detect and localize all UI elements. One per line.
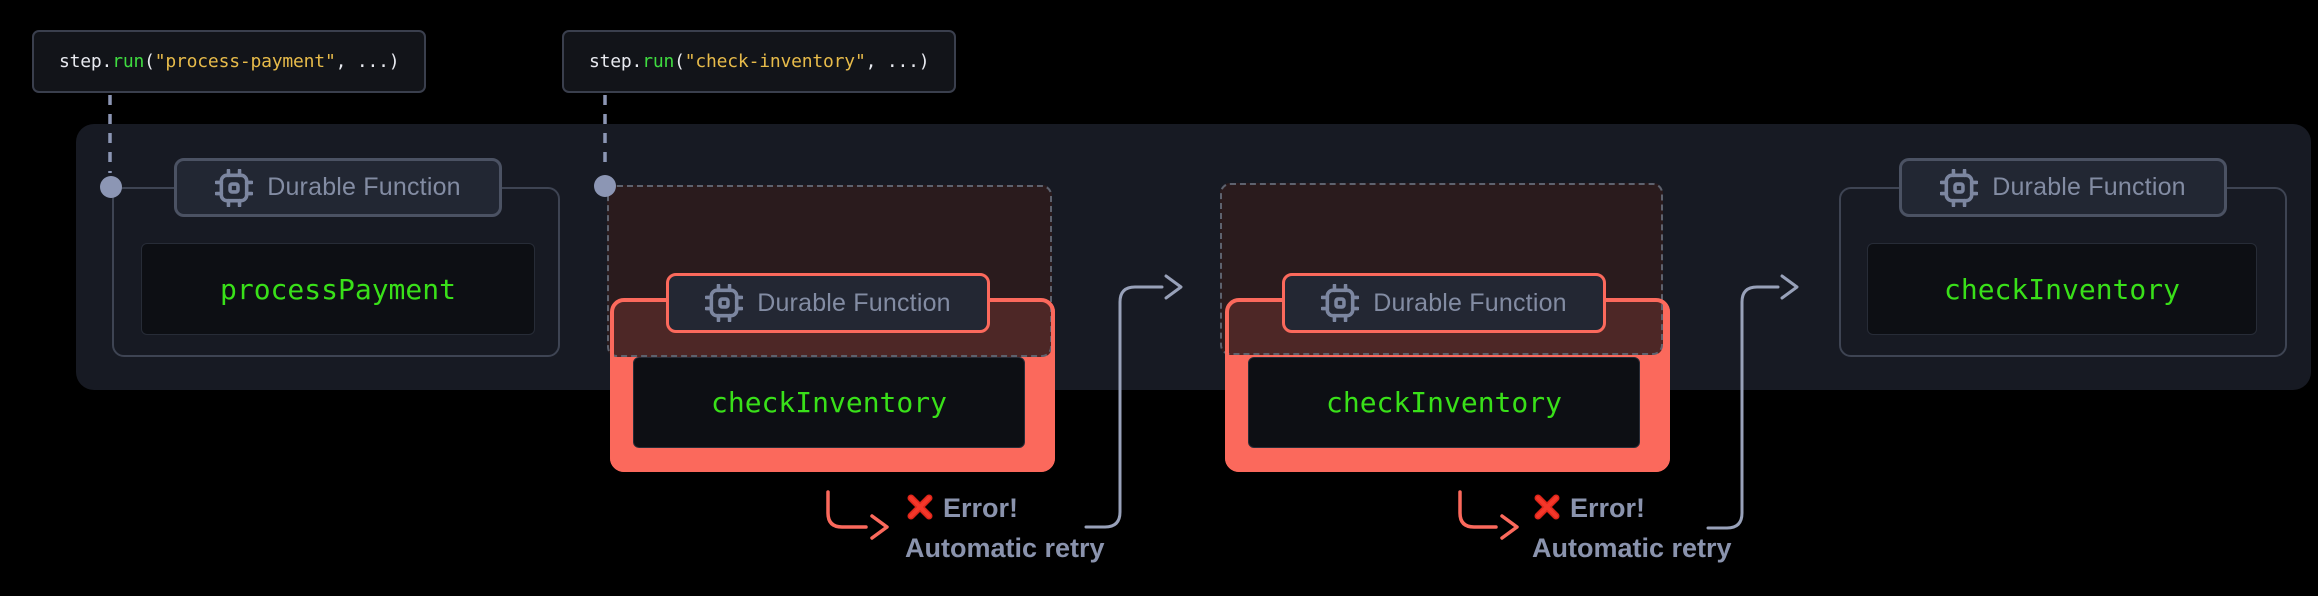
function-name: checkInventory: [710, 386, 947, 419]
badge-label: Durable Function: [267, 173, 461, 201]
code-token: run: [112, 51, 145, 72]
error-label-2: Error!: [943, 493, 1019, 523]
durable-function-badge-2: Durable Function: [666, 273, 990, 333]
function-code-block-2: checkInventory: [633, 357, 1025, 448]
retry-label-3: Automatic retry: [1532, 533, 1732, 563]
function-name: processPayment: [219, 272, 456, 306]
error-label-3: Error!: [1570, 493, 1646, 523]
error-arrow-3: [1458, 490, 1498, 529]
function-name: checkInventory: [1325, 386, 1562, 419]
error-arrowhead-3: [1500, 514, 1519, 540]
function-code-block-1: processPayment: [141, 243, 535, 335]
cross-icon: [1534, 494, 1560, 520]
error-arrowhead-2: [870, 514, 889, 540]
code-tooltip-check-inventory: step.run("check-inventory", ...): [562, 30, 957, 93]
badge-label: Durable Function: [1373, 288, 1567, 317]
code-token: (: [144, 51, 155, 72]
cpu-icon: [1940, 168, 1979, 207]
code-token: run: [642, 51, 675, 72]
durable-function-badge-3: Durable Function: [1282, 273, 1606, 333]
function-code-block-4: checkInventory: [1867, 243, 2257, 335]
code-token: step.: [589, 51, 643, 72]
code-token: "process-payment": [154, 51, 336, 72]
cpu-icon: [705, 284, 744, 322]
cpu-icon: [1321, 284, 1360, 322]
cross-icon: [907, 494, 933, 520]
cpu-icon: [215, 168, 254, 207]
durable-function-badge-4: Durable Function: [1899, 158, 2227, 217]
badge-label: Durable Function: [757, 288, 951, 317]
code-token: (: [674, 51, 685, 72]
code-token: , ...): [335, 51, 400, 72]
code-token: , ...): [865, 51, 930, 72]
code-token: step.: [59, 51, 113, 72]
retry-label-2: Automatic retry: [905, 533, 1105, 563]
error-arrow-2: [826, 490, 868, 529]
durable-function-badge-1: Durable Function: [174, 158, 502, 217]
code-tooltip-process-payment: step.run("process-payment", ...): [32, 30, 427, 93]
code-token: "check-inventory": [684, 51, 866, 72]
function-name: checkInventory: [1943, 272, 2180, 306]
badge-label: Durable Function: [1992, 173, 2186, 201]
function-code-block-3: checkInventory: [1248, 357, 1640, 448]
